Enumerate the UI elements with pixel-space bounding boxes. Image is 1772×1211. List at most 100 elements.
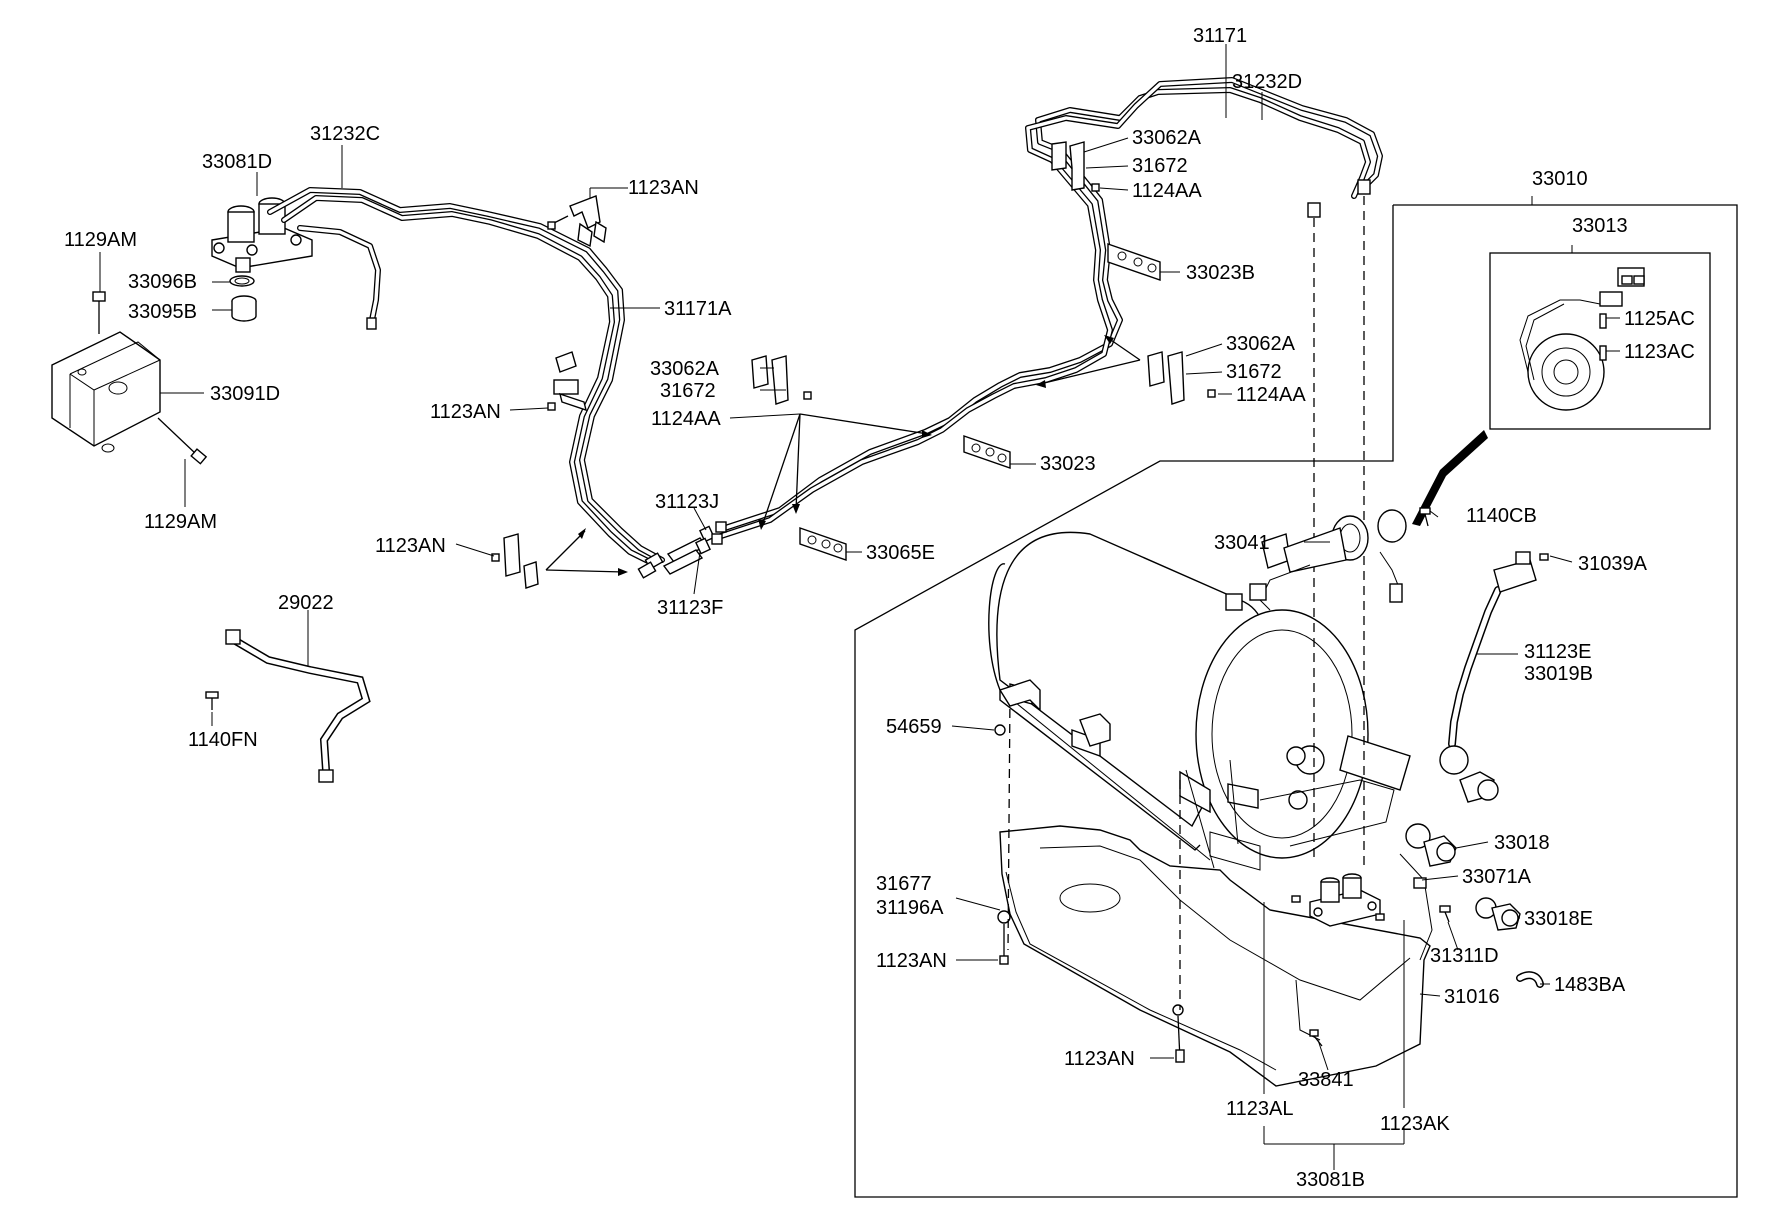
label-31123j: 31123J bbox=[655, 491, 719, 513]
label-31039a: 31039A bbox=[1578, 553, 1648, 575]
fuel-pipe-31171a bbox=[267, 187, 665, 563]
bolt-1140fn bbox=[205, 691, 219, 710]
label-1124aa-top: 1124AA bbox=[1132, 180, 1202, 202]
label-1123an-left: 1123AN bbox=[375, 535, 446, 557]
label-33018e: 33018E bbox=[1524, 908, 1593, 930]
fuel-pipe-31232d bbox=[722, 87, 1371, 531]
label-31171a: 31171A bbox=[664, 298, 732, 320]
service-valve-33018e bbox=[1475, 897, 1521, 931]
pipe-end-fittings bbox=[637, 179, 1371, 579]
label-31672-right: 31672 bbox=[1226, 361, 1282, 383]
label-1123ak: 1123AK bbox=[1380, 1113, 1450, 1135]
label-31016: 31016 bbox=[1444, 986, 1500, 1008]
label-33023: 33023 bbox=[1040, 453, 1096, 475]
skid-plate-31016 bbox=[999, 825, 1431, 1087]
hose-31123e bbox=[1448, 586, 1502, 748]
bolt-1129am-bottom bbox=[157, 417, 208, 465]
o-ring-33096b bbox=[229, 275, 255, 287]
label-31196a: 31196A bbox=[876, 897, 944, 919]
clip-1123an-mid bbox=[547, 351, 587, 412]
bracket-33091d bbox=[51, 331, 161, 453]
label-33062a-right: 33062A bbox=[1226, 333, 1296, 355]
label-33071a: 33071A bbox=[1462, 866, 1532, 888]
label-33013: 33013 bbox=[1572, 215, 1628, 237]
label-31123e: 31123E bbox=[1524, 641, 1591, 663]
label-31232d: 31232D bbox=[1232, 71, 1302, 93]
label-1124aa-right: 1124AA bbox=[1236, 384, 1306, 406]
label-1123al: 1123AL bbox=[1226, 1098, 1293, 1120]
label-1140cb: 1140CB bbox=[1466, 505, 1537, 527]
fuel-pipe-drop-left bbox=[297, 225, 381, 330]
label-1483ba: 1483BA bbox=[1554, 974, 1626, 996]
label-33062a-top: 33062A bbox=[1132, 127, 1202, 149]
frame-33013 bbox=[1489, 252, 1711, 430]
label-33041: 33041 bbox=[1214, 532, 1270, 554]
part-labels: 31171 31232D 33010 33013 31232C 33081D 1… bbox=[64, 25, 1695, 1191]
label-31672-mid: 31672 bbox=[660, 380, 716, 402]
solenoid-valve-33081d bbox=[211, 197, 313, 273]
lpg-tank bbox=[988, 531, 1411, 861]
fuel-pipe-31171 bbox=[712, 77, 1383, 541]
label-33019b: 33019B bbox=[1524, 663, 1593, 685]
label-31171: 31171 bbox=[1193, 25, 1247, 47]
bolt-1123an-btm2 bbox=[1172, 1004, 1185, 1063]
bolt-1129am-top bbox=[92, 291, 106, 334]
label-33081d: 33081D bbox=[202, 151, 272, 173]
pump-33013 bbox=[1519, 267, 1645, 411]
clamp-33023b bbox=[1107, 243, 1161, 281]
service-valve-33018-2 bbox=[1405, 823, 1457, 867]
clip-1123an-left bbox=[491, 533, 539, 589]
bolt-1123al bbox=[1291, 895, 1301, 903]
label-1129am-bottom: 1129AM bbox=[144, 511, 217, 533]
label-33065e: 33065E bbox=[866, 542, 935, 564]
label-31677: 31677 bbox=[876, 873, 932, 895]
label-33010: 33010 bbox=[1532, 168, 1588, 190]
label-33023b: 33023B bbox=[1186, 262, 1255, 284]
label-31672-top: 31672 bbox=[1132, 155, 1188, 177]
label-1140fn: 1140FN bbox=[188, 729, 258, 751]
bolt-1123ak bbox=[1375, 913, 1385, 921]
label-33018: 33018 bbox=[1494, 832, 1550, 854]
grommet-54659 bbox=[994, 724, 1006, 736]
assembly-frames bbox=[854, 204, 1738, 1198]
level-sender-33041 bbox=[1225, 509, 1407, 611]
service-valve-33018 bbox=[1439, 745, 1499, 803]
label-1123ac: 1123AC bbox=[1624, 341, 1695, 363]
label-54659: 54659 bbox=[886, 716, 942, 738]
frame-33010 bbox=[854, 204, 1738, 1198]
clip-33062a-mid bbox=[751, 355, 812, 405]
label-33095b: 33095B bbox=[128, 301, 197, 323]
solenoid-valve-33081b bbox=[1309, 873, 1381, 927]
union-31123j-31123f bbox=[662, 521, 727, 575]
hose-29022 bbox=[225, 629, 371, 783]
clip-33062a-right bbox=[1147, 351, 1216, 405]
clip-1123an-top bbox=[547, 195, 607, 248]
hose-1483ba bbox=[1516, 971, 1544, 988]
fuel-pipe-31232c bbox=[281, 195, 653, 565]
clip-33062a-top bbox=[1051, 141, 1100, 192]
label-33091d: 33091D bbox=[210, 383, 280, 405]
label-1125ac: 1125AC bbox=[1624, 308, 1695, 330]
label-33062a-mid: 33062A bbox=[650, 358, 720, 380]
valve-31039a bbox=[1493, 551, 1549, 593]
bolt-1123an-btm1 bbox=[997, 910, 1011, 965]
label-31123f: 31123F bbox=[657, 597, 723, 619]
bolt-31311d bbox=[1439, 905, 1451, 923]
label-31311d: 31311D bbox=[1430, 945, 1499, 967]
filter-33095b bbox=[231, 295, 257, 322]
label-1123an-mid: 1123AN bbox=[430, 401, 501, 423]
label-31232c: 31232C bbox=[310, 123, 380, 145]
clamp-33065e bbox=[799, 527, 847, 561]
pointer-arrows bbox=[545, 335, 1141, 576]
label-1123an-top: 1123AN bbox=[628, 177, 699, 199]
label-33081b: 33081B bbox=[1296, 1169, 1365, 1191]
tank-top-clips bbox=[998, 679, 1111, 747]
label-1124aa-mid: 1124AA bbox=[651, 408, 721, 430]
label-1123an-btm1: 1123AN bbox=[876, 950, 947, 972]
leader-lines bbox=[99, 44, 1620, 1170]
clamp-33023 bbox=[963, 435, 1011, 469]
label-29022: 29022 bbox=[278, 592, 334, 614]
label-33096b: 33096B bbox=[128, 271, 197, 293]
zoom-pointer bbox=[1412, 430, 1488, 526]
